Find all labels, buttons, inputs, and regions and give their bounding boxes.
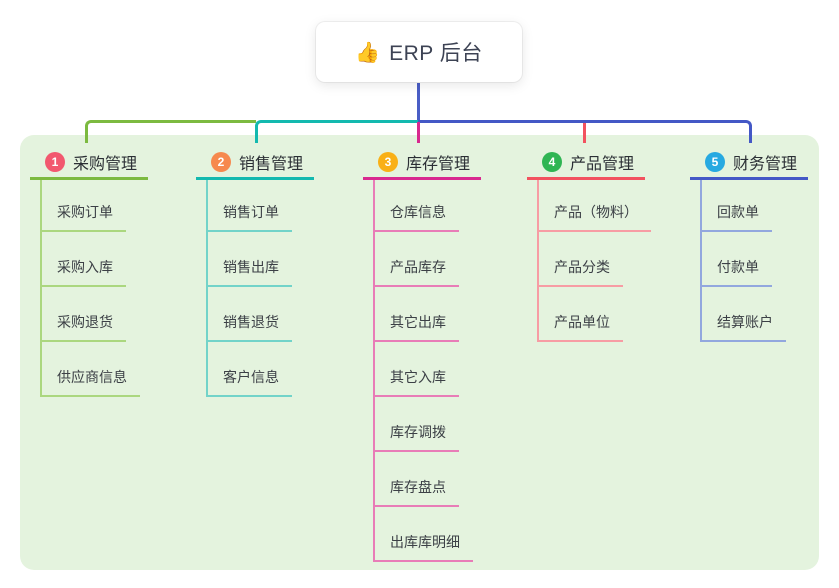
branch-header-1[interactable]: 1 采购管理 — [30, 146, 148, 180]
child-node[interactable]: 产品单位 — [537, 312, 623, 342]
branch-label: 财务管理 — [733, 155, 798, 173]
child-node[interactable]: 其它出库 — [373, 312, 459, 342]
branch-number-badge: 3 — [378, 151, 398, 172]
child-node[interactable]: 供应商信息 — [40, 367, 140, 397]
branch-drop-line — [417, 122, 420, 143]
child-node[interactable]: 销售出库 — [206, 257, 292, 287]
branch-header-4[interactable]: 4 产品管理 — [527, 146, 645, 180]
child-node[interactable]: 产品分类 — [537, 257, 623, 287]
child-node[interactable]: 采购订单 — [40, 202, 126, 232]
bus-segment-line — [255, 120, 418, 143]
branch-drop-line — [583, 123, 586, 143]
child-node[interactable]: 出库库明细 — [373, 532, 473, 562]
branch-number-badge: 5 — [705, 151, 725, 172]
branch-label: 产品管理 — [570, 155, 635, 173]
root-node[interactable]: 👍 ERP 后台 — [316, 22, 522, 82]
child-node[interactable]: 其它入库 — [373, 367, 459, 397]
root-label: ERP 后台 — [389, 42, 483, 65]
branches-panel — [20, 135, 819, 570]
branch-number-badge: 1 — [45, 151, 65, 172]
branch-label: 采购管理 — [73, 155, 138, 173]
branch-header-5[interactable]: 5 财务管理 — [690, 146, 808, 180]
branch-header-2[interactable]: 2 销售管理 — [196, 146, 314, 180]
child-node[interactable]: 库存盘点 — [373, 477, 459, 507]
thumbs-up-icon: 👍 — [355, 41, 381, 64]
branch-vertical-line — [40, 179, 42, 397]
child-node[interactable]: 回款单 — [700, 202, 772, 232]
bus-segment-line — [85, 120, 256, 143]
child-node[interactable]: 客户信息 — [206, 367, 292, 397]
child-node[interactable]: 库存调拨 — [373, 422, 459, 452]
branch-vertical-line — [206, 179, 208, 397]
root-connector-line — [417, 80, 420, 122]
child-node[interactable]: 采购退货 — [40, 312, 126, 342]
child-node[interactable]: 采购入库 — [40, 257, 126, 287]
child-node[interactable]: 销售退货 — [206, 312, 292, 342]
branch-vertical-line — [537, 179, 539, 342]
branch-number-badge: 4 — [542, 151, 562, 172]
branch-label: 销售管理 — [239, 155, 304, 173]
branch-header-3[interactable]: 3 库存管理 — [363, 146, 481, 180]
branch-number-badge: 2 — [211, 151, 231, 172]
child-node[interactable]: 产品（物料） — [537, 202, 651, 232]
child-node[interactable]: 销售订单 — [206, 202, 292, 232]
branch-vertical-line — [700, 179, 702, 342]
bus-segment-line — [418, 120, 752, 143]
child-node[interactable]: 付款单 — [700, 257, 772, 287]
child-node[interactable]: 仓库信息 — [373, 202, 459, 232]
branch-label: 库存管理 — [406, 155, 471, 173]
branch-vertical-line — [373, 179, 375, 562]
child-node[interactable]: 结算账户 — [700, 312, 786, 342]
child-node[interactable]: 产品库存 — [373, 257, 459, 287]
